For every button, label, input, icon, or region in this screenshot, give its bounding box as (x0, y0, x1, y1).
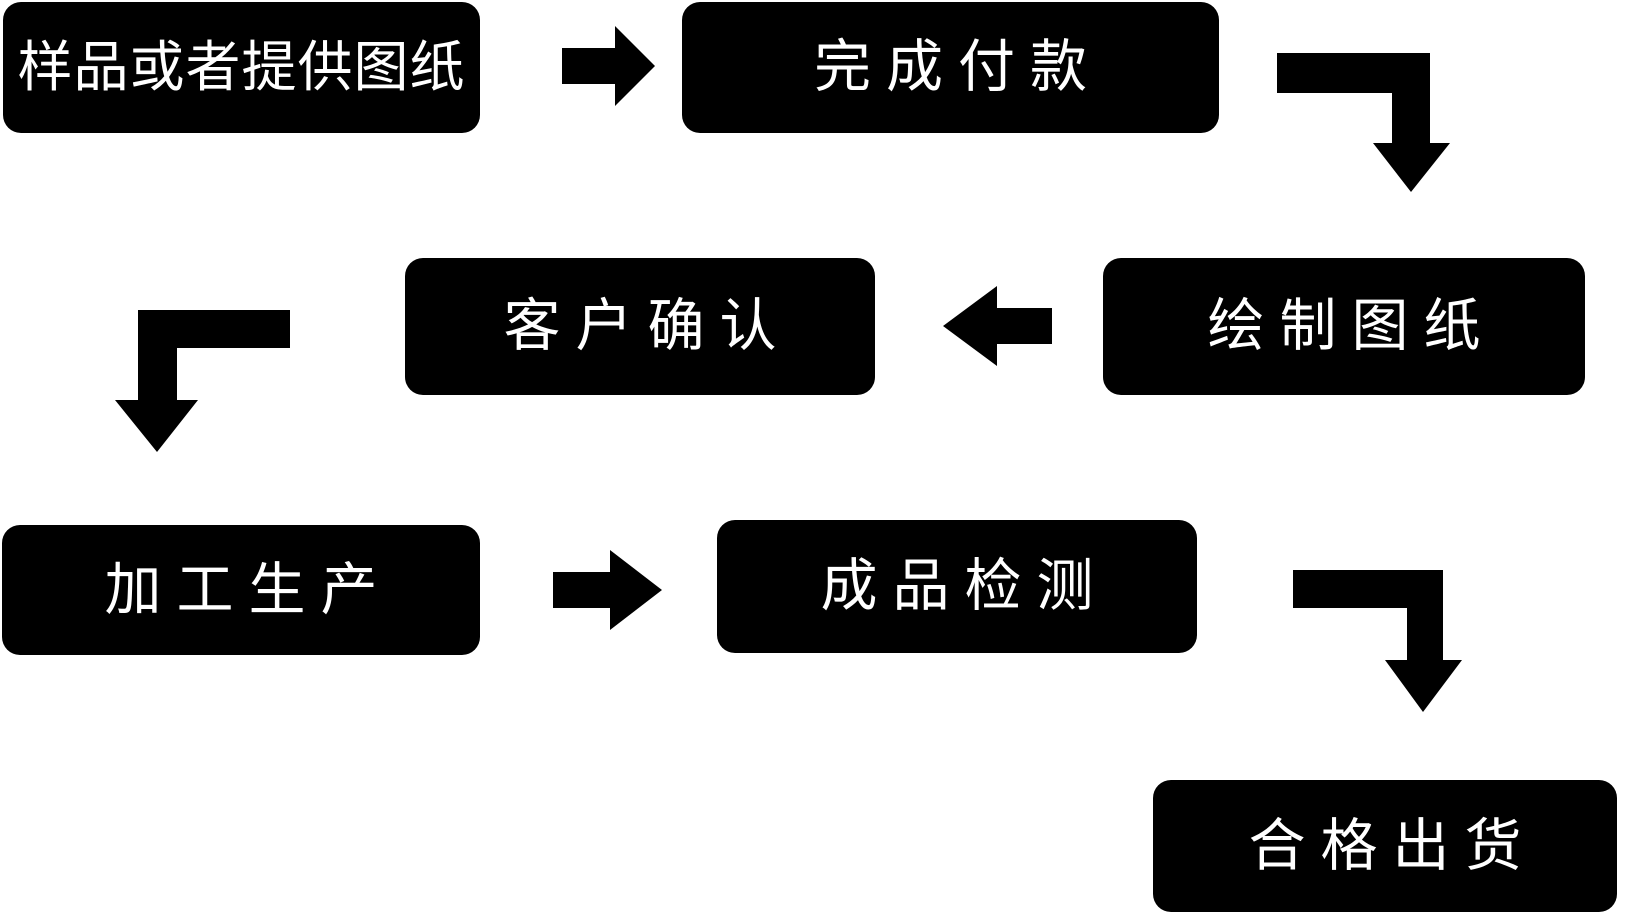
arrow-right-sample-to-payment (562, 26, 655, 106)
arrow-right-production-to-inspection (553, 550, 662, 630)
node-draw-label: 绘制图纸 (1207, 294, 1496, 358)
node-sample-label: 样品或者提供图纸 (17, 36, 466, 98)
node-sample-or-provide-drawings: 样品或者提供图纸 (3, 2, 480, 133)
node-processing-production: 加工生产 (2, 525, 480, 655)
arrow-elbow-payment-to-draw (1277, 53, 1450, 192)
node-complete-payment: 完成付款 (682, 2, 1219, 133)
node-confirm-label: 客户确认 (503, 294, 792, 358)
node-inspection-label: 成品检测 (820, 554, 1109, 618)
node-payment-label: 完成付款 (814, 35, 1102, 99)
node-production-label: 加工生产 (104, 557, 393, 622)
node-customer-confirmation: 客户确认 (405, 258, 875, 395)
arrow-elbow-inspection-to-shipment (1293, 570, 1462, 712)
node-shipment-label: 合格出货 (1248, 813, 1537, 878)
arrow-left-draw-to-confirm (943, 286, 1052, 366)
arrow-elbow-confirm-to-production (115, 310, 290, 452)
node-qualified-shipment: 合格出货 (1153, 780, 1617, 912)
node-finished-product-inspection: 成品检测 (717, 520, 1197, 653)
node-draw-drawings: 绘制图纸 (1103, 258, 1585, 395)
